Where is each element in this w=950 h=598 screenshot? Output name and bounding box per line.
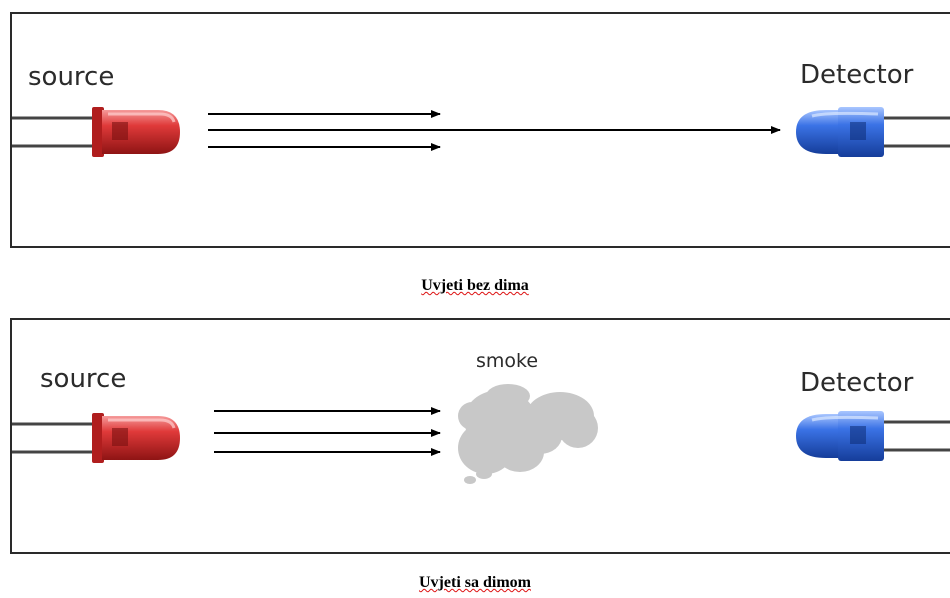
caption-no-smoke: Uvjeti bez dima bbox=[0, 277, 950, 295]
panel-no-smoke bbox=[10, 12, 950, 248]
source-label: source bbox=[40, 364, 127, 394]
red-led-icon bbox=[12, 413, 180, 463]
light-beams bbox=[208, 110, 781, 151]
caption-text: Uvjeti sa dimom bbox=[419, 574, 531, 591]
red-led-icon bbox=[12, 107, 180, 157]
panel-with-smoke bbox=[10, 318, 950, 554]
smoke-label: smoke bbox=[476, 350, 539, 372]
panel-2-graphics bbox=[12, 384, 950, 484]
source-label: source bbox=[28, 62, 115, 92]
detector-label: Detector bbox=[800, 60, 914, 90]
detector-label: Detector bbox=[800, 368, 914, 398]
caption-text: Uvjeti bez dima bbox=[421, 277, 529, 294]
light-beams bbox=[214, 407, 441, 456]
panel-1-graphics bbox=[12, 107, 950, 157]
caption-with-smoke: Uvjeti sa dimom bbox=[0, 574, 950, 592]
blue-led-icon bbox=[796, 107, 950, 157]
blue-led-icon bbox=[796, 411, 950, 461]
smoke-cloud-icon bbox=[458, 384, 598, 484]
